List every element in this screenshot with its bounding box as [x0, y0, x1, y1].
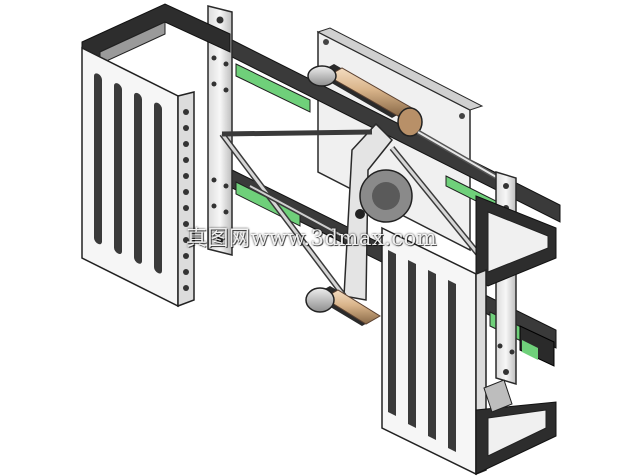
central-pivot-lever	[343, 122, 413, 301]
rail-end-block	[519, 325, 555, 367]
diagonal-tie-rods	[219, 129, 491, 298]
right-cage-frame	[381, 195, 557, 476]
left-cage-frame	[81, 3, 231, 308]
upper-linear-rail	[231, 39, 561, 223]
left-mounting-bracket	[207, 5, 233, 256]
upper-pneumatic-cylinder	[307, 64, 500, 181]
lower-pneumatic-cylinder	[305, 286, 381, 326]
watermark-text: 真图网www.3dmax.com	[186, 226, 438, 250]
